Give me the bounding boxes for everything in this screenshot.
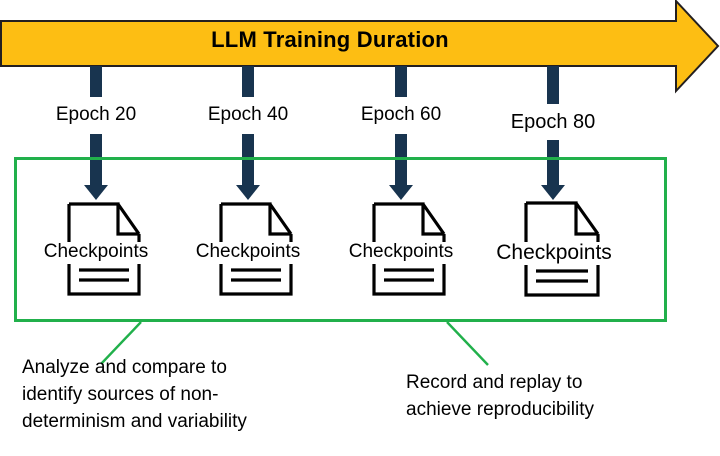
checkpoint-label-1: Checkpoints [26,242,166,261]
connector-stem-top-2 [242,66,254,97]
connector-stem-bottom-2 [242,134,254,186]
annotation-record-line-1: Record and replay to [406,372,583,393]
connector-stem-top-3 [395,66,407,97]
annotation-record: Record and replay to achieve reproducibi… [406,370,706,424]
connector-stem-bottom-4 [547,140,559,186]
checkpoint-item-4: Checkpoints [481,201,627,299]
checkpoint-item-3: Checkpoints [331,202,471,298]
epoch-label-4: Epoch 80 [510,111,596,133]
connector-arrowhead-2 [236,185,260,200]
annotation-analyze-line-3: determinism and variability [22,410,247,432]
page-title: LLM Training Duration [211,27,449,52]
connector-stem-bottom-3 [395,134,407,186]
epoch-label-1: Epoch 20 [55,104,137,125]
annotation-analyze-line-1: Analyze and compare to [22,357,227,378]
leader-line-analyze [100,321,142,365]
llm-training-duration-arrow [0,0,720,94]
annotation-analyze: Analyze and compare to identify sources … [22,355,342,436]
connector-arrowhead-1 [84,185,108,200]
checkpoint-label-4: Checkpoints [481,242,627,263]
epoch-label-3: Epoch 60 [360,104,442,125]
connector-stem-bottom-1 [90,134,102,186]
checkpoints-container [14,157,667,322]
checkpoint-label-3: Checkpoints [331,242,471,261]
annotation-record-line-2: achieve reproducibility [406,398,594,420]
connector-arrowhead-4 [541,185,565,200]
epoch-label-2: Epoch 40 [207,104,289,125]
connector-arrowhead-3 [389,185,413,200]
checkpoint-item-1: Checkpoints [26,202,166,298]
checkpoint-label-2: Checkpoints [178,242,318,261]
checkpoint-item-2: Checkpoints [178,202,318,298]
annotation-analyze-line-2: identify sources of non- [22,383,219,405]
right-arrow-icon [0,0,720,94]
leader-line-record [446,321,489,366]
connector-stem-top-1 [90,66,102,97]
connector-stem-top-4 [547,66,559,104]
